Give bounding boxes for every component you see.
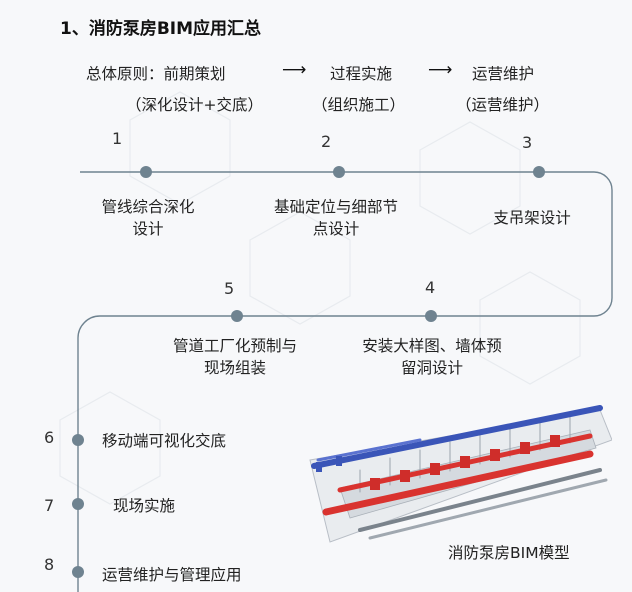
step-number: 6 bbox=[44, 428, 55, 447]
principle-phase-2: 过程实施 bbox=[330, 65, 393, 83]
bim-model-image bbox=[309, 405, 612, 543]
step-node-5 bbox=[231, 310, 243, 322]
principle-lead: 总体原则：前期策划 bbox=[86, 65, 226, 83]
arrow-icon: ⟶ bbox=[428, 60, 453, 80]
step-label-2: 基础定位与细部节点设计 bbox=[273, 198, 398, 238]
step-node-8 bbox=[72, 566, 84, 578]
step-number: 5 bbox=[224, 279, 235, 298]
step-label-1: 管线综合深化设计 bbox=[101, 198, 195, 238]
step-label-8: 运营维护与管理应用 bbox=[102, 566, 242, 584]
step-label-7: 现场实施 bbox=[113, 497, 176, 515]
step-node-2 bbox=[333, 166, 345, 178]
step-label-4: 安装大样图、墙体预留洞设计 bbox=[362, 337, 502, 377]
step-number: 8 bbox=[44, 555, 55, 574]
model-caption: 消防泵房BIM模型 bbox=[448, 544, 570, 562]
arrow-icon: ⟶ bbox=[282, 60, 307, 80]
principle-sub-3: （运营维护） bbox=[456, 96, 550, 114]
step-label-6: 移动端可视化交底 bbox=[102, 432, 227, 450]
principle-sub-2: （组织施工） bbox=[312, 96, 406, 114]
step-number: 2 bbox=[321, 132, 332, 151]
step-node-3 bbox=[533, 166, 545, 178]
step-node-4 bbox=[425, 310, 437, 322]
page-title: 1、消防泵房BIM应用汇总 bbox=[60, 19, 262, 39]
principle-sub-1: （深化设计+交底） bbox=[126, 96, 263, 114]
step-node-1 bbox=[140, 166, 152, 178]
principle-phase-3: 运营维护 bbox=[472, 65, 535, 83]
step-node-7 bbox=[72, 498, 84, 510]
step-node-6 bbox=[72, 434, 84, 446]
step-label-5: 管道工厂化预制与现场组装 bbox=[172, 337, 297, 377]
step-number: 1 bbox=[112, 129, 123, 148]
step-number: 3 bbox=[522, 133, 533, 152]
step-number: 4 bbox=[425, 278, 436, 297]
step-number: 7 bbox=[44, 496, 55, 515]
step-label-3: 支吊架设计 bbox=[493, 209, 571, 227]
